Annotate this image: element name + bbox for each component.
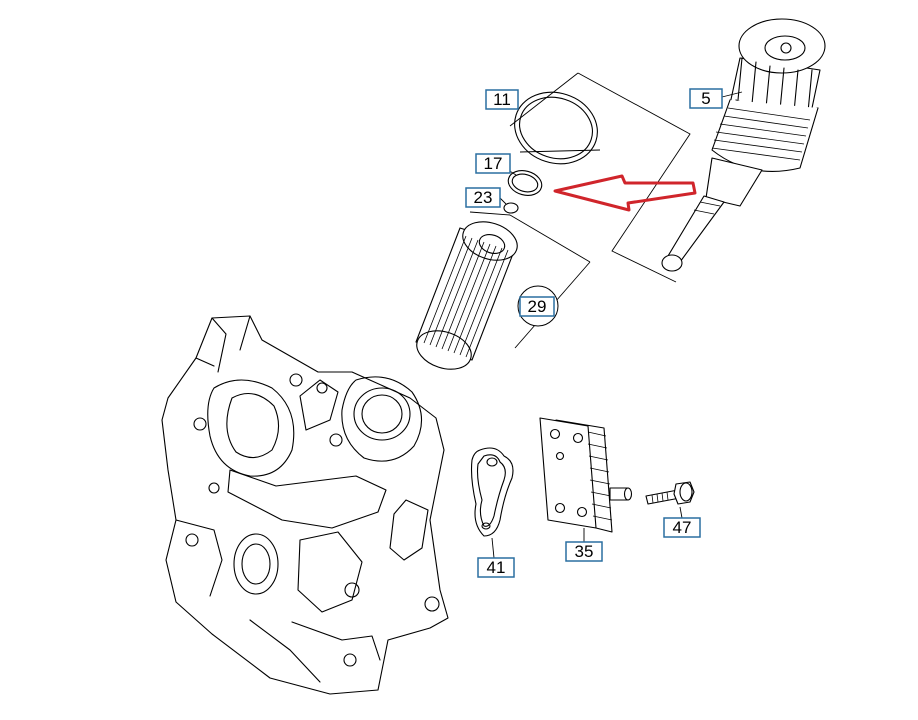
callout-11-label: 11 <box>493 90 511 109</box>
red-direction-arrow <box>553 174 697 212</box>
callout-41: 41 <box>477 557 515 578</box>
filter-element <box>415 221 518 370</box>
callout-41-label: 41 <box>487 558 506 577</box>
oil-cooler-gasket <box>470 447 514 537</box>
callout-35: 35 <box>565 541 603 562</box>
callout-47: 47 <box>663 517 701 538</box>
callout-29-label: 29 <box>528 297 547 316</box>
oil-cooler <box>539 417 633 533</box>
small-o-ring <box>507 170 543 196</box>
callout-47-label: 47 <box>673 518 692 537</box>
large-o-ring <box>514 91 598 165</box>
mounting-bolt <box>645 481 695 505</box>
callout-23: 23 <box>465 187 501 208</box>
explosion-frame <box>469 72 691 349</box>
filter-housing-cap <box>661 18 826 272</box>
seal-ring <box>503 202 519 214</box>
engine-timing-cover <box>161 315 449 695</box>
callout-5: 5 <box>689 88 723 109</box>
callout-17: 17 <box>475 153 511 174</box>
callout-11: 11 <box>485 89 519 110</box>
callout-5-label: 5 <box>701 89 710 108</box>
callout-23-label: 23 <box>474 188 493 207</box>
callout-29: 29 <box>519 296 555 317</box>
callout-17-label: 17 <box>484 154 503 173</box>
callout-35-label: 35 <box>575 542 594 561</box>
